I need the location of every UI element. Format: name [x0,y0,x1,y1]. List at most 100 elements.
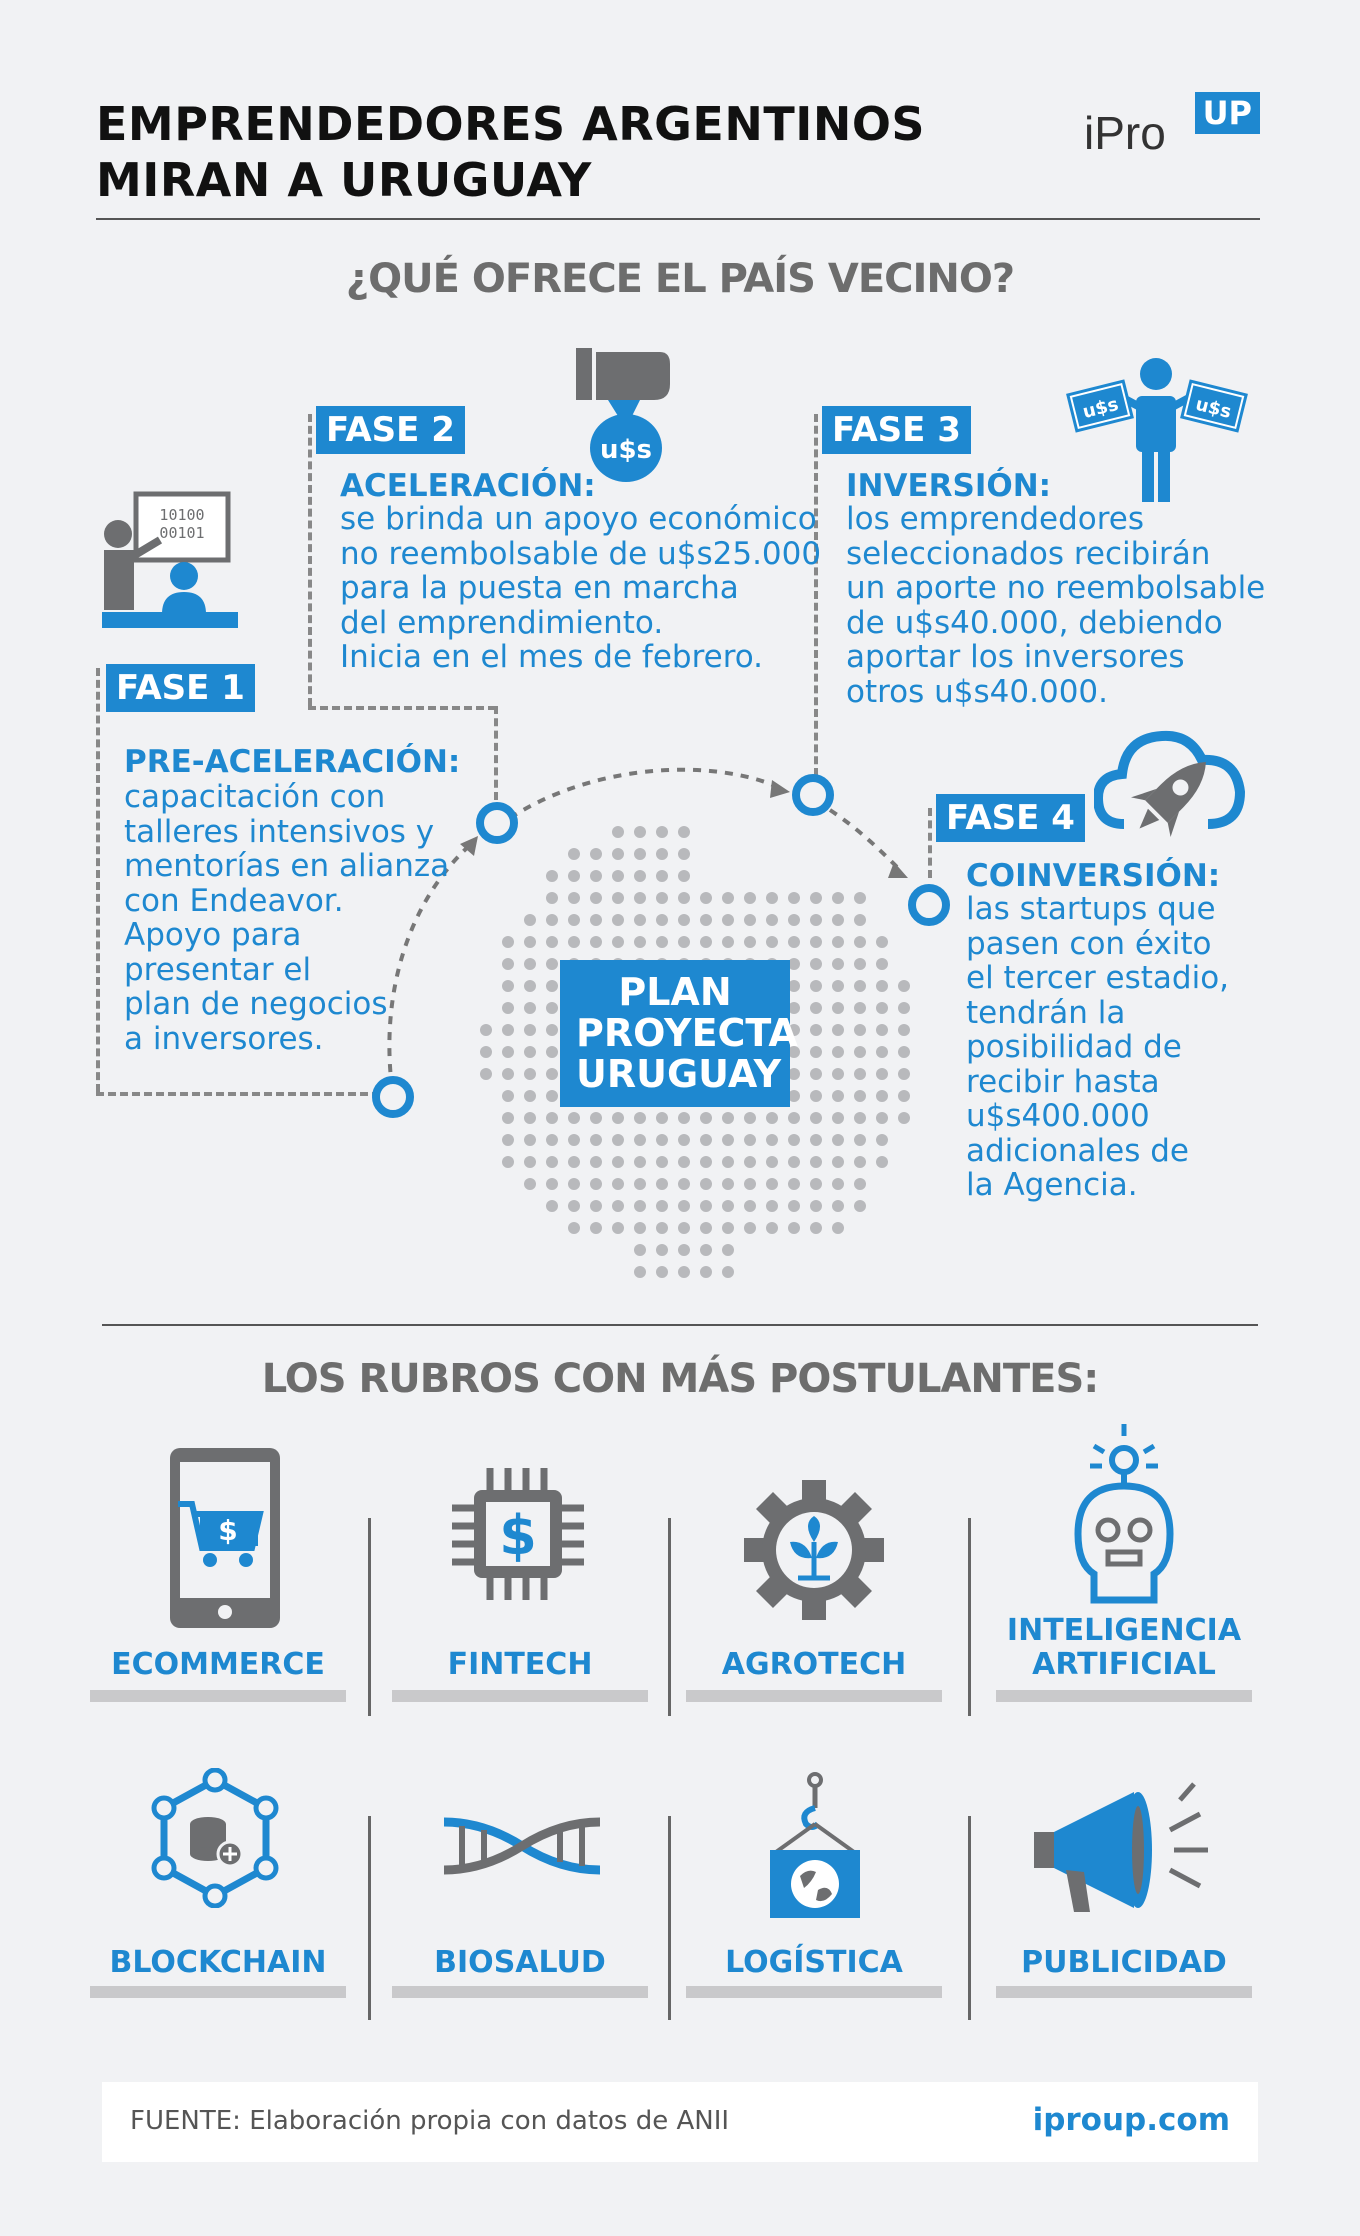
map-dot [766,1178,778,1190]
section-title-offer: ¿QUÉ OFRECE EL PAÍS VECINO? [345,256,1015,302]
separator [968,1816,971,2020]
category-underline [996,1986,1252,1998]
category-label-blockchain: BLOCKCHAIN [109,1945,327,1980]
map-dot [876,1134,888,1146]
map-dot [480,1046,492,1058]
map-dot [678,936,690,948]
map-dot [678,1112,690,1124]
section-divider [102,1324,1258,1326]
map-dot [810,980,822,992]
map-dot [524,936,536,948]
map-dot [788,1112,800,1124]
map-dot [722,1222,734,1234]
map-dot [590,848,602,860]
separator [368,1816,371,2020]
money-bag-text: u$s [600,435,652,465]
robot-head-icon [1074,1424,1174,1604]
footer: FUENTE: Elaboración propia con datos de … [102,2082,1258,2162]
map-dot [590,1134,602,1146]
title-line-1: EMPRENDEDORES ARGENTINOS [96,97,926,151]
category-underline [996,1690,1252,1702]
map-dot [722,1266,734,1278]
map-dot [788,1002,800,1014]
map-dot [524,1112,536,1124]
category-underline [90,1690,346,1702]
svg-text:$: $ [218,1514,237,1547]
map-dot [898,1068,910,1080]
map-dot [810,1200,822,1212]
map-dot [832,1068,844,1080]
title-line-2: MIRAN A URUGUAY [96,153,592,207]
map-dot [590,1222,602,1234]
map-dot [722,936,734,948]
footer-source: FUENTE: Elaboración propia con datos de … [130,2106,730,2136]
phase2-text: se brinda un apoyo económico no reembols… [340,501,822,675]
plan-proyecta-label: PLAN PROYECTA URUGUAY [560,960,798,1107]
phase2-node [476,802,518,844]
category-label-logistica: LOGÍSTICA [725,1945,903,1980]
map-dot [810,1178,822,1190]
map-dot [854,1200,866,1212]
map-dot [524,1178,536,1190]
map-dot [788,1090,800,1102]
cloud-rocket-icon [1094,730,1246,838]
map-dot [744,1134,756,1146]
map-dot [524,914,536,926]
map-dot [788,1200,800,1212]
map-dot [788,892,800,904]
map-dot [678,1266,690,1278]
map-dot [898,1090,910,1102]
phase2-heading: ACELERACIÓN: [340,468,596,504]
map-dot [634,1222,646,1234]
map-dot [810,1134,822,1146]
map-dot [700,892,712,904]
map-dot [524,980,536,992]
phase3-connector-vertical [814,414,818,776]
map-dot [656,892,668,904]
map-dot [546,1002,558,1014]
map-dot [546,1090,558,1102]
map-dot [656,1156,668,1168]
map-dot [810,1046,822,1058]
map-dot [700,914,712,926]
map-dot [590,914,602,926]
map-dot [788,1134,800,1146]
map-dot [810,1002,822,1014]
map-dot [854,936,866,948]
map-dot [788,1156,800,1168]
map-dot [788,958,800,970]
map-dot [656,1112,668,1124]
map-dot [590,936,602,948]
map-dot [656,1200,668,1212]
megaphone-icon [1034,1782,1208,1912]
map-dot [766,914,778,926]
map-dot [832,1112,844,1124]
map-dot [854,1068,866,1080]
svg-text:00101: 00101 [159,524,204,542]
header-divider [96,218,1260,220]
map-dot [546,958,558,970]
map-dot [524,1024,536,1036]
map-dot [832,1156,844,1168]
map-dot [590,1200,602,1212]
map-dot [546,1178,558,1190]
phase3-text: los emprendedores seleccionados recibirá… [846,501,1266,710]
category-underline [686,1986,942,1998]
phase2-tag: FASE 2 [316,406,465,454]
map-dot [898,1024,910,1036]
map-dot [700,1244,712,1256]
map-dot [546,1068,558,1080]
map-dot [832,1046,844,1058]
map-dot [854,1134,866,1146]
footer-link[interactable]: iproup.com [1032,2102,1230,2138]
phase3-node [792,774,834,816]
iproup-logo: iPro UP [1084,92,1260,162]
map-dot [788,936,800,948]
category-underline [90,1986,346,1998]
map-dot [524,1156,536,1168]
separator [968,1518,971,1716]
phase4-heading: COINVERSIÓN: [966,858,1221,894]
map-dot [876,1046,888,1058]
map-dot [744,1178,756,1190]
map-dot [876,936,888,948]
